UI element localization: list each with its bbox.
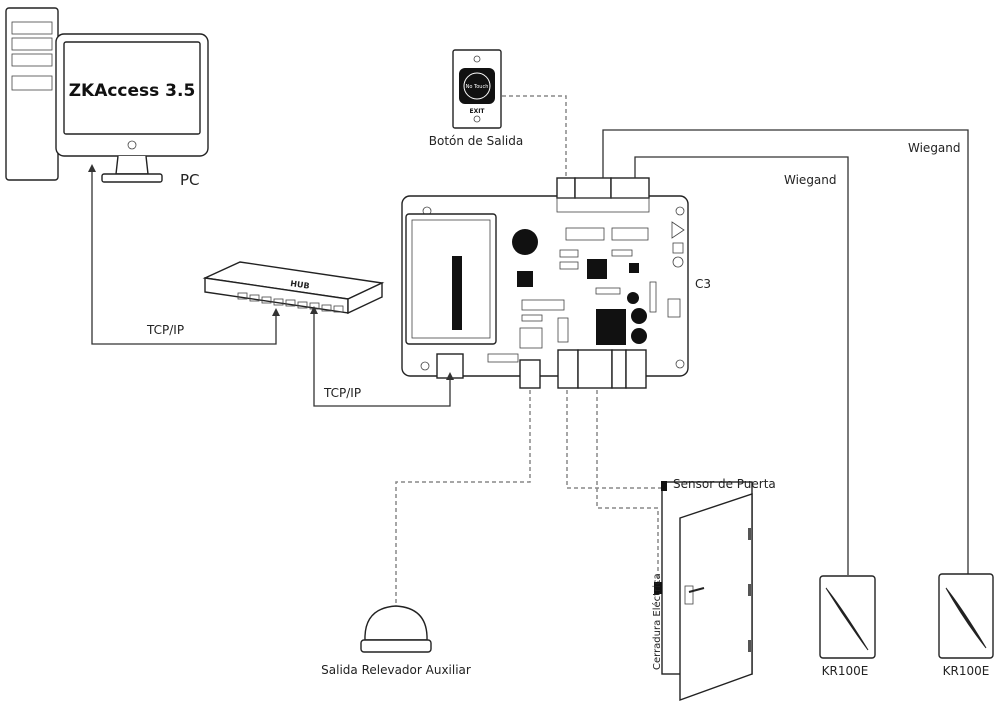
exit-button-touch-text: No Touch xyxy=(466,84,489,90)
wiegand-label-inner: Wiegand xyxy=(784,173,837,187)
card-reader-1-label: KR100E xyxy=(822,664,869,678)
controller-label: C3 xyxy=(695,277,711,291)
card-reader-2 xyxy=(938,573,994,659)
board-top-terminals xyxy=(556,177,650,213)
exit-button-device xyxy=(452,49,502,129)
aux-relay-siren xyxy=(360,605,432,653)
exit-button-label: Botón de Salida xyxy=(429,134,523,148)
hub-label: HUB xyxy=(290,279,310,291)
tcp-ip-label-board: TCP/IP xyxy=(323,386,361,400)
card-reader-1 xyxy=(819,575,876,659)
pc-tower xyxy=(5,7,59,181)
board-small-components xyxy=(487,227,657,363)
door-sensor-block xyxy=(661,481,667,491)
pc-monitor xyxy=(55,33,209,183)
electric-lock-label: Cerradura Eléctrica xyxy=(651,573,663,670)
software-name: ZKAccess 3.5 xyxy=(69,81,196,101)
wiegand-links xyxy=(602,129,969,575)
tcp-ip-label-pc: TCP/IP xyxy=(146,323,184,337)
tcp-ip-links xyxy=(88,164,454,407)
door-sensor-label: Sensor de Puerta xyxy=(673,477,776,491)
network-hub xyxy=(202,261,385,315)
aux-relay-label: Salida Relevador Auxiliar xyxy=(321,663,471,677)
door xyxy=(654,481,753,701)
pc-label: PC xyxy=(180,171,200,189)
card-reader-2-label: KR100E xyxy=(943,664,990,678)
c3-controller-board xyxy=(401,177,689,389)
electric-lock-block xyxy=(654,582,662,594)
board-bottom-terminals xyxy=(519,349,647,389)
exit-button-exit-text: EXIT xyxy=(469,108,485,115)
dashed-links xyxy=(395,95,662,608)
hub-ports xyxy=(237,292,344,313)
wiegand-label-outer: Wiegand xyxy=(908,141,961,155)
